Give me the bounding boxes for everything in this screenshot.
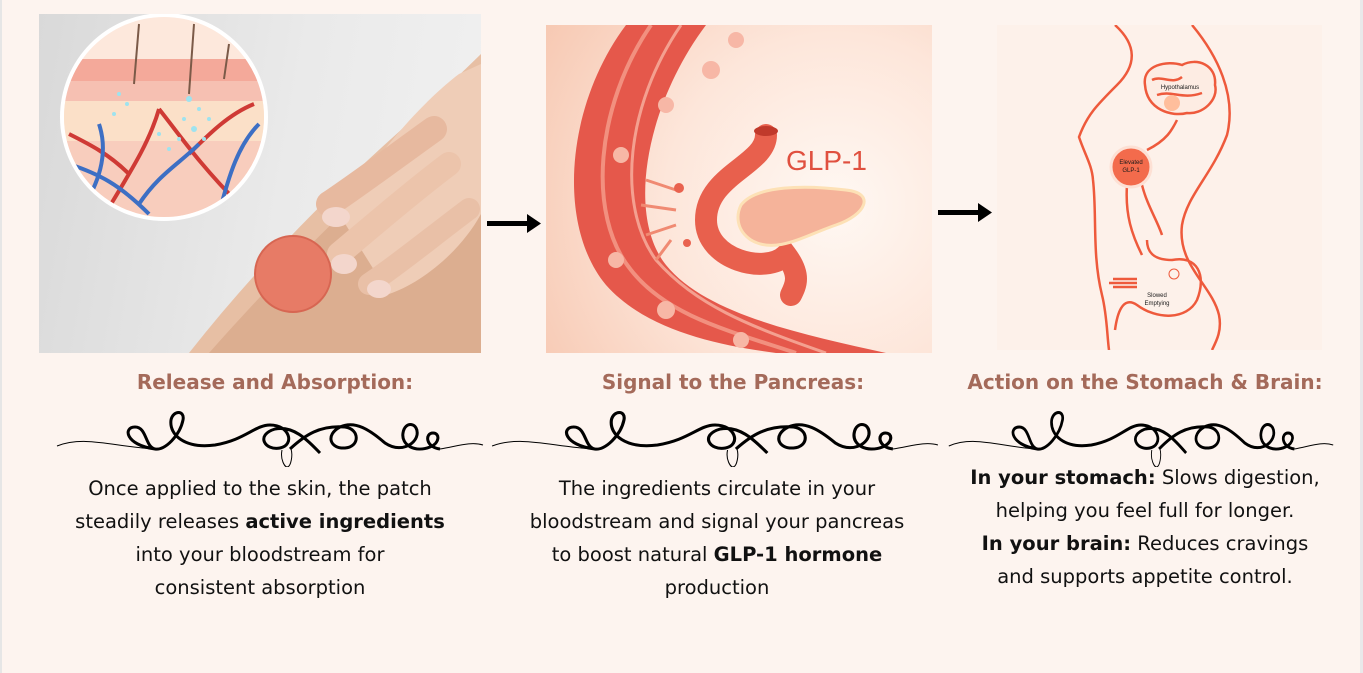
step3-image: Elevated GLP-1 Hypothalamus Slowed Empty… (997, 25, 1322, 350)
right-edge (1360, 0, 1363, 673)
text-line: The ingredients circulate in your (558, 477, 876, 500)
glp1-small-label: GLP-1 (1122, 168, 1140, 174)
text-line: into your bloodstream for (135, 543, 385, 566)
flourish-divider (948, 411, 1334, 467)
text-line: In your brain: Reduces cravings (945, 527, 1345, 560)
text-span: Reduces cravings (1131, 532, 1309, 555)
emptying-label: Emptying (1144, 301, 1169, 307)
text-line: helping you feel full for longer. (995, 499, 1295, 522)
pancreas-illustration: GLP-1 (573, 25, 886, 353)
arrow-right-icon (487, 214, 541, 233)
hypothalamus-label: Hypothalamus (1161, 85, 1199, 91)
text-line: steadily releases active ingredients (40, 505, 480, 538)
step2-description: The ingredients circulate in your bloods… (492, 472, 942, 604)
arrow-right-icon (938, 203, 992, 222)
step1-description: Once applied to the skin, the patch stea… (40, 472, 480, 604)
text-line: production (664, 576, 770, 599)
left-edge (0, 0, 2, 673)
step2-heading: Signal to the Pancreas: (601, 370, 865, 394)
step1-heading: Release and Absorption: (136, 370, 414, 394)
body-brain-stomach-illustration: Elevated GLP-1 Hypothalamus Slowed Empty… (1077, 25, 1231, 350)
step3-heading: Action on the Stomach & Brain: (967, 370, 1323, 394)
flourish-divider (491, 411, 939, 467)
text-span: Slows digestion, (1155, 466, 1320, 489)
text-line: to boost natural GLP-1 hormone (492, 538, 942, 571)
text-span: steadily releases (75, 510, 246, 533)
text-line: consistent absorption (154, 576, 366, 599)
step3-description: In your stomach: Slows digestion, helpin… (945, 461, 1345, 593)
bold-text: In your stomach: (970, 466, 1156, 489)
elevated-label: Elevated (1119, 160, 1142, 166)
bold-text: GLP-1 hormone (713, 543, 883, 566)
flourish-divider (56, 411, 484, 467)
slowed-label: Slowed (1147, 293, 1167, 299)
text-line: and supports appetite control. (997, 565, 1293, 588)
step1-image (39, 14, 481, 353)
skin-patch-illustration (60, 14, 481, 353)
bold-text: active ingredients (245, 510, 445, 533)
bold-text: In your brain: (981, 532, 1132, 555)
text-line: bloodstream and signal your pancreas (529, 510, 905, 533)
step2-image: GLP-1 (546, 25, 932, 353)
text-line: In your stomach: Slows digestion, (945, 461, 1345, 494)
glp1-image-label: GLP-1 (786, 145, 867, 176)
text-line: Once applied to the skin, the patch (88, 477, 432, 500)
text-span: to boost natural (551, 543, 714, 566)
